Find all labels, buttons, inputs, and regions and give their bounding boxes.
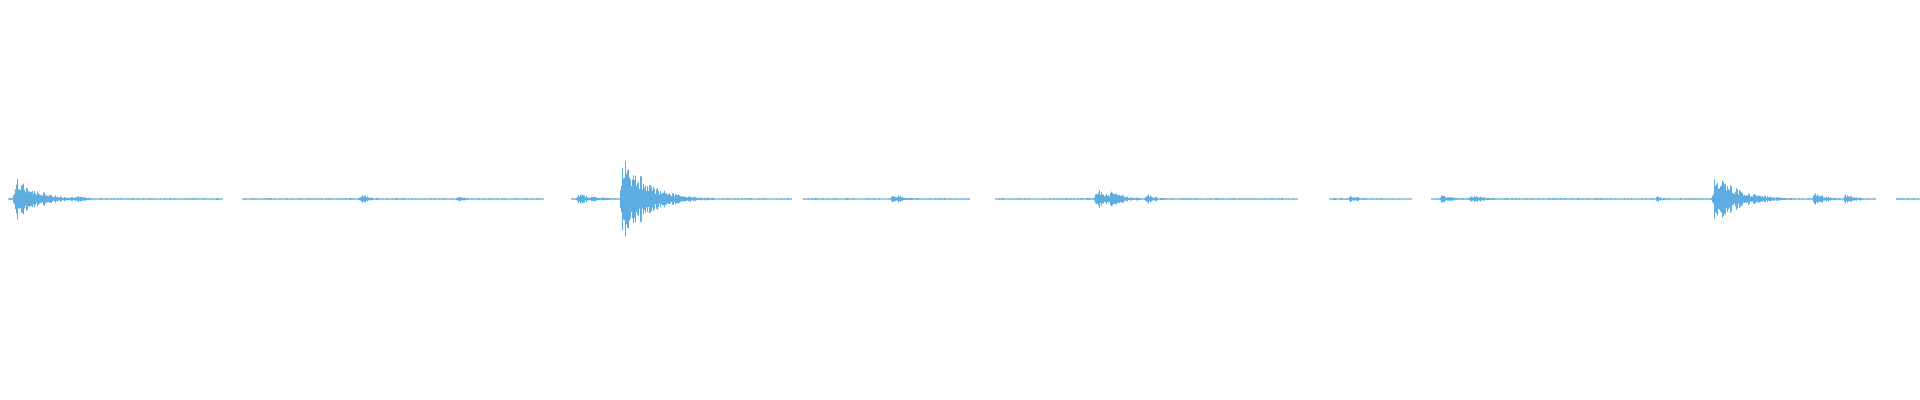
waveform-path	[8, 161, 1920, 237]
waveform-bars	[8, 161, 1920, 237]
